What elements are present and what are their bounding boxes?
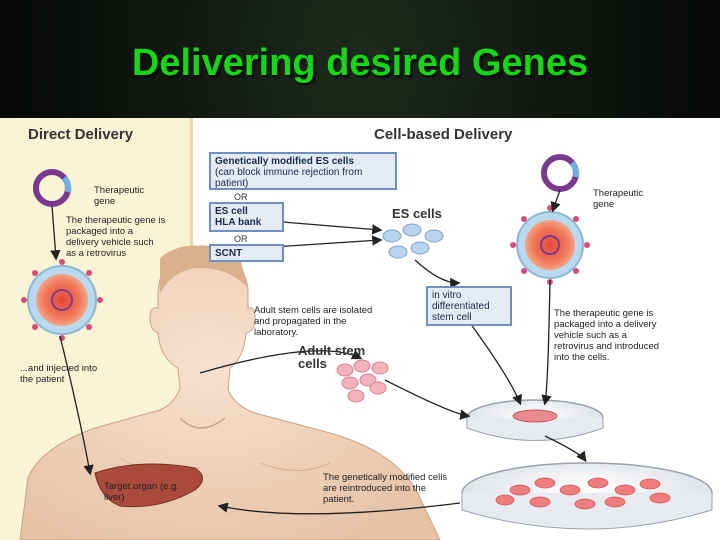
cell-based-delivery-header: Cell-based Delivery [374,126,513,143]
slide-title: Delivering desired Genes [131,42,589,84]
packaged-vehicle-label-right: The therapeutic gene is packaged into a … [554,308,660,363]
reintroduced-label: The genetically modified cells are reint… [323,472,448,505]
in-vitro-box: in vitro differentiated stem cell [426,286,512,326]
es-cells-label: ES cells [392,206,442,221]
es-cell-hla-box: ES cell HLA bank [209,202,284,232]
therapeutic-gene-label-left: Therapeutic gene [94,185,145,207]
es-cell-text: ES cell [215,206,248,217]
adult-stem-cells-label: Adult stem cells [298,343,366,371]
retrovirus-left [21,259,103,341]
packaged-vehicle-label-left: The therapeutic gene is packaged into a … [66,215,166,259]
es-cells-cluster [382,223,444,259]
plasmid-right [541,154,580,192]
adult-isolation-label: Adult stem cells are isolated and propag… [254,305,373,338]
or-label-1: OR [234,192,248,202]
liver-illustration [94,463,203,508]
injected-label: ...and injected into the patient [20,363,98,385]
flow-arrows [50,189,587,515]
petri-dish-top [466,399,604,441]
diagram-panel: Direct Delivery Cell-based Delivery Ther… [0,118,720,540]
plasmid-left [33,169,72,207]
adult-stem-cells-cluster [336,359,389,403]
or-label-2: OR [234,234,248,244]
hla-bank-text: HLA bank [215,217,262,228]
retrovirus-right [510,205,590,285]
therapeutic-gene-label-right: Therapeutic gene [593,188,644,210]
scnt-box: SCNT [209,244,284,262]
gm-es-cells-title: Genetically modified ES cells [215,156,354,167]
diagram-illustration [19,154,713,540]
in-vitro-text: in vitro differentiated stem cell [432,290,490,323]
gm-es-cells-box: Genetically modified ES cells (can block… [209,152,397,190]
direct-delivery-header: Direct Delivery [28,126,134,143]
target-organ-label: Target organ (e.g. liver) [104,481,179,503]
gm-es-cells-subtitle: (can block immune rejection from patient… [215,167,363,189]
petri-dish-bottom [461,462,713,530]
scnt-text: SCNT [215,248,243,259]
